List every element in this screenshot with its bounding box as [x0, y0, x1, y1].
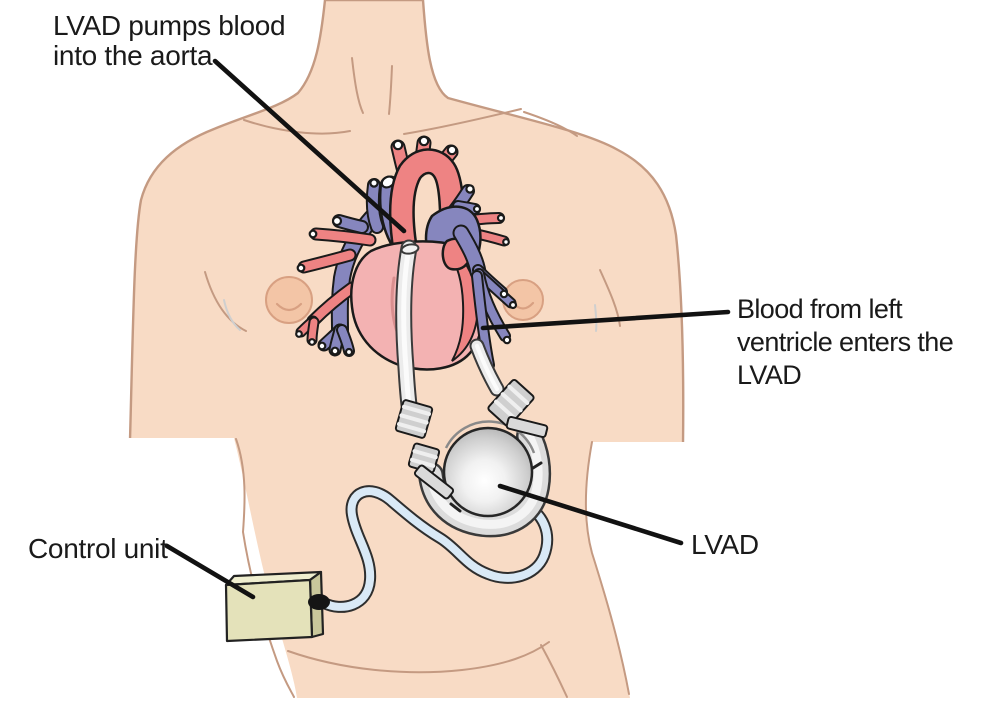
outflow-graft	[395, 239, 420, 414]
label-ventricle-line1: Blood from left	[737, 294, 903, 324]
heart	[295, 135, 518, 374]
label-control-unit: Control unit	[28, 533, 168, 564]
driveline-connector	[308, 594, 330, 610]
leader-line-lvad	[497, 483, 684, 546]
left-nipple	[265, 276, 313, 324]
leader-lines	[164, 58, 731, 600]
leader-line-ventricle	[480, 309, 731, 331]
label-aorta-line2: into the aorta	[53, 40, 213, 71]
pump-sphere	[442, 426, 534, 518]
label-ventricle-line3: LVAD	[737, 360, 801, 390]
label-aorta-line1: LVAD pumps blood	[53, 10, 285, 41]
labels: LVAD pumps blood into the aorta Blood fr…	[28, 10, 954, 564]
pump-seams	[449, 461, 543, 513]
driveline	[308, 485, 554, 613]
label-background-cutouts	[0, 438, 1000, 719]
pump-connectors	[394, 379, 549, 500]
pulmonary-vessels-left	[295, 209, 381, 357]
pump-rim	[444, 420, 536, 454]
control-unit	[224, 570, 325, 643]
leader-line-control-unit	[164, 543, 256, 600]
graft-collar	[400, 243, 420, 255]
label-lvad: LVAD	[691, 529, 759, 560]
inflow-cannula	[469, 338, 505, 397]
label-ventricle-line2: ventricle enters the	[737, 327, 953, 357]
lvad-pump	[394, 379, 552, 538]
leader-line-aorta	[212, 58, 407, 234]
aorta	[388, 135, 465, 268]
torso-detail-lines	[204, 57, 621, 332]
